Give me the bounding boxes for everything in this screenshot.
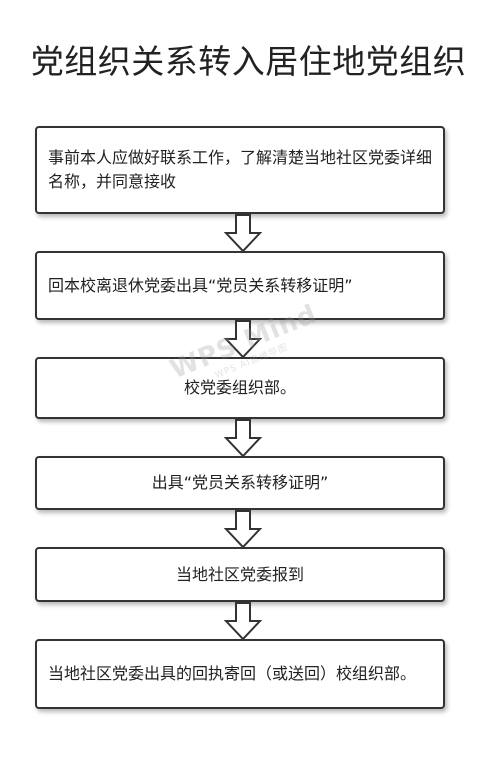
step-3-text: 校党委组织部。 xyxy=(183,378,296,397)
arrow-down-icon xyxy=(223,510,263,549)
step-2-text: 回本校离退休党委出具“党员关系转移证明” xyxy=(48,275,353,295)
arrow-down-icon xyxy=(223,214,263,253)
step-4-text: 出具“党员关系转移证明” xyxy=(151,473,329,492)
step-5-box[interactable]: 当地社区党委报到 xyxy=(35,547,445,602)
arrow-down-icon xyxy=(223,419,263,458)
step-6-text: 当地社区党委出具的回执寄回（或送回）校组织部。 xyxy=(48,664,417,683)
step-5-text: 当地社区党委报到 xyxy=(175,564,304,584)
step-2-box[interactable]: 回本校离退休党委出具“党员关系转移证明” xyxy=(35,251,445,320)
step-1-box[interactable]: 事前本人应做好联系工作，了解清楚当地社区党委详细名称，并同意接收 xyxy=(35,126,445,214)
step-4-box[interactable]: 出具“党员关系转移证明” xyxy=(35,456,445,510)
flowchart-title: 党组织关系转入居住地党组织 xyxy=(30,42,467,81)
step-6-box[interactable]: 当地社区党委出具的回执寄回（或送回）校组织部。 xyxy=(35,639,445,709)
step-1-text: 事前本人应做好联系工作，了解清楚当地社区党委详细名称，并同意接收 xyxy=(48,148,433,191)
arrow-down-icon xyxy=(223,320,263,359)
step-3-box[interactable]: 校党委组织部。 xyxy=(35,357,445,419)
arrow-down-icon xyxy=(223,602,263,641)
